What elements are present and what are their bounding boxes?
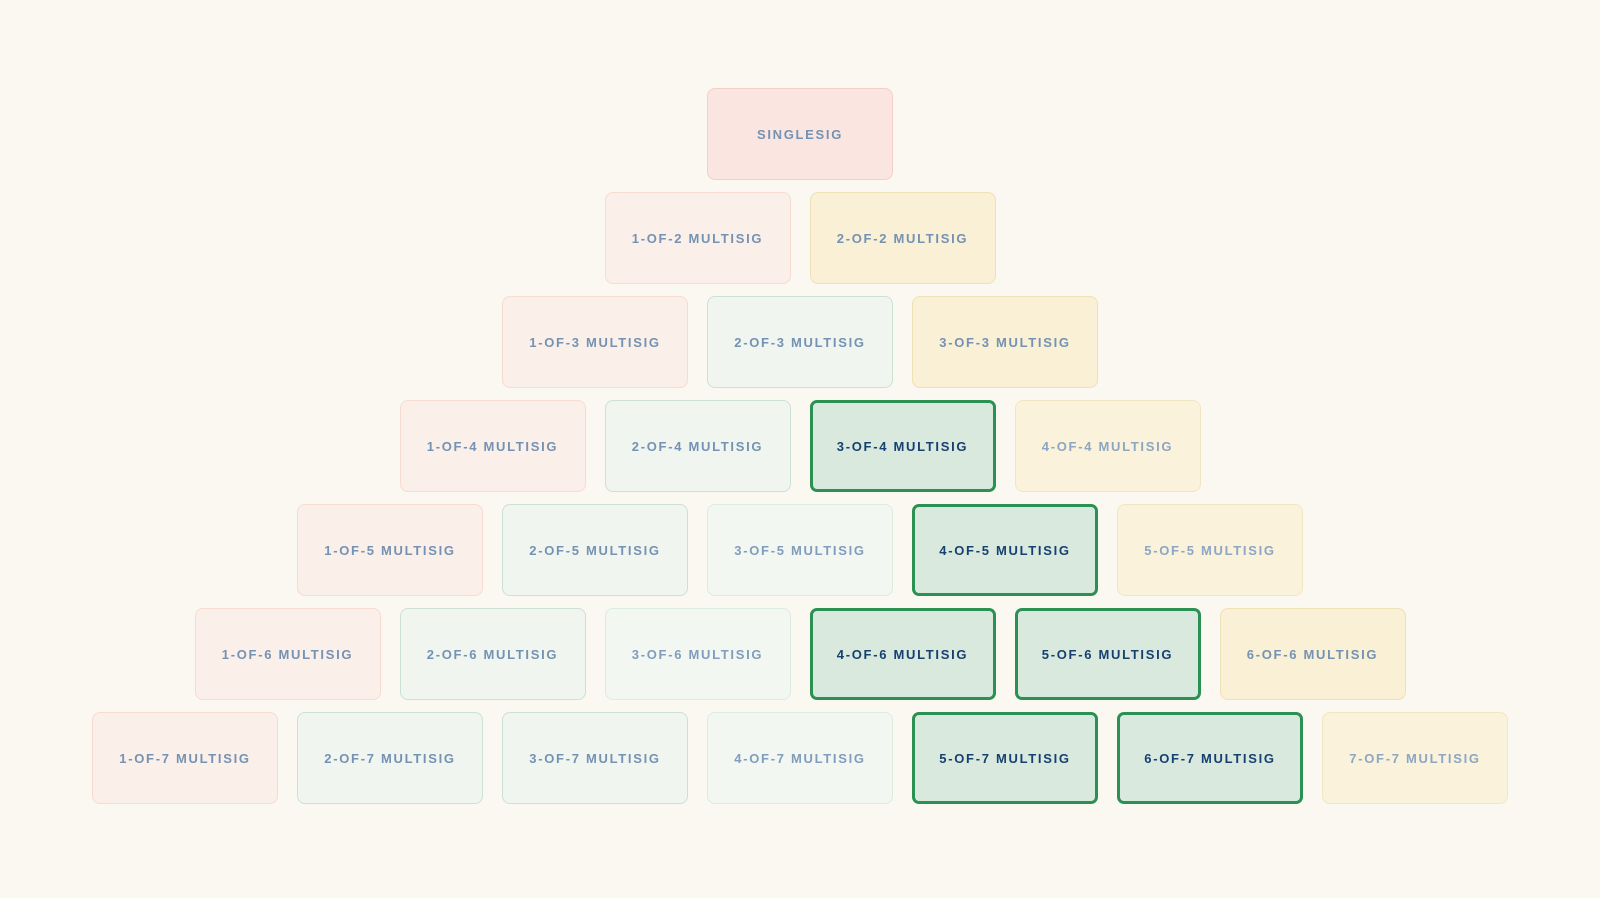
cell-2-of-7-multisig: 2-OF-7 MULTISIG xyxy=(297,712,483,804)
cell-label: 1-OF-7 MULTISIG xyxy=(119,750,251,766)
pyramid-row-7: 1-OF-7 MULTISIG 2-OF-7 MULTISIG 3-OF-7 MUL… xyxy=(92,712,1508,804)
cell-singlesig: SINGLESIG xyxy=(707,88,893,180)
cell-label: 1-OF-6 MULTISIG xyxy=(221,646,354,662)
cell-4-of-4-multisig: 4-OF-4 MULTISIG xyxy=(1014,400,1201,492)
cell-1-of-2-multisig: 1-OF-2 MULTISIG xyxy=(604,192,791,284)
cell-label: 5-OF-5 MULTISIG xyxy=(1144,542,1276,558)
cell-1-of-4-multisig: 1-OF-4 MULTISIG xyxy=(399,400,586,492)
cell-label: 6-OF-7 MULTISIG xyxy=(1144,750,1276,766)
cell-label: 1-OF-2 MULTISIG xyxy=(631,230,764,246)
cell-1-of-3-multisig: 1-OF-3 MULTISIG xyxy=(502,296,688,388)
cell-label: 3-OF-6 MULTISIG xyxy=(631,646,764,662)
cell-label: 2-OF-6 MULTISIG xyxy=(426,646,559,662)
cell-label: 4-OF-6 MULTISIG xyxy=(836,646,969,662)
cell-label: 4-OF-5 MULTISIG xyxy=(939,542,1071,558)
cell-3-of-3-multisig: 3-OF-3 MULTISIG xyxy=(912,296,1098,388)
cell-label: 2-OF-2 MULTISIG xyxy=(836,230,969,246)
cell-2-of-4-multisig: 2-OF-4 MULTISIG xyxy=(604,400,791,492)
cell-6-of-6-multisig: 6-OF-6 MULTISIG xyxy=(1219,608,1406,700)
cell-label: 3-OF-3 MULTISIG xyxy=(939,334,1071,350)
cell-label: 1-OF-4 MULTISIG xyxy=(426,438,559,454)
cell-2-of-3-multisig: 2-OF-3 MULTISIG xyxy=(707,296,893,388)
cell-5-of-6-multisig: 5-OF-6 MULTISIG xyxy=(1014,608,1201,700)
cell-2-of-6-multisig: 2-OF-6 MULTISIG xyxy=(399,608,586,700)
cell-label: 4-OF-7 MULTISIG xyxy=(734,750,866,766)
cell-3-of-7-multisig: 3-OF-7 MULTISIG xyxy=(502,712,688,804)
cell-4-of-6-multisig: 4-OF-6 MULTISIG xyxy=(809,608,996,700)
cell-label: 3-OF-5 MULTISIG xyxy=(734,542,866,558)
cell-label: 3-OF-7 MULTISIG xyxy=(529,750,661,766)
cell-label: SINGLESIG xyxy=(756,126,844,142)
cell-5-of-7-multisig: 5-OF-7 MULTISIG xyxy=(912,712,1098,804)
cell-3-of-4-multisig: 3-OF-4 MULTISIG xyxy=(809,400,996,492)
cell-4-of-5-multisig: 4-OF-5 MULTISIG xyxy=(912,504,1098,596)
cell-1-of-5-multisig: 1-OF-5 MULTISIG xyxy=(297,504,483,596)
cell-label: 2-OF-7 MULTISIG xyxy=(324,750,456,766)
cell-2-of-2-multisig: 2-OF-2 MULTISIG xyxy=(809,192,996,284)
cell-4-of-7-multisig: 4-OF-7 MULTISIG xyxy=(707,712,893,804)
cell-label: 1-OF-5 MULTISIG xyxy=(324,542,456,558)
cell-label: 4-OF-4 MULTISIG xyxy=(1041,438,1174,454)
cell-2-of-5-multisig: 2-OF-5 MULTISIG xyxy=(502,504,688,596)
cell-1-of-6-multisig: 1-OF-6 MULTISIG xyxy=(194,608,381,700)
cell-label: 6-OF-6 MULTISIG xyxy=(1246,646,1379,662)
cell-label: 5-OF-6 MULTISIG xyxy=(1041,646,1174,662)
cell-6-of-7-multisig: 6-OF-7 MULTISIG xyxy=(1117,712,1303,804)
pyramid-row-4: 1-OF-4 MULTISIG 2-OF-4 MULTISIG 3-OF-4 MUL… xyxy=(399,400,1201,492)
cell-7-of-7-multisig: 7-OF-7 MULTISIG xyxy=(1322,712,1508,804)
cell-1-of-7-multisig: 1-OF-7 MULTISIG xyxy=(92,712,278,804)
cell-5-of-5-multisig: 5-OF-5 MULTISIG xyxy=(1117,504,1303,596)
pyramid-row-3: 1-OF-3 MULTISIG 2-OF-3 MULTISIG 3-OF-3 MUL… xyxy=(502,296,1098,388)
pyramid-row-1: SINGLESIG xyxy=(707,88,893,180)
cell-3-of-5-multisig: 3-OF-5 MULTISIG xyxy=(707,504,893,596)
cell-label: 7-OF-7 MULTISIG xyxy=(1349,750,1481,766)
cell-label: 3-OF-4 MULTISIG xyxy=(836,438,969,454)
pyramid-row-5: 1-OF-5 MULTISIG 2-OF-5 MULTISIG 3-OF-5 MUL… xyxy=(297,504,1303,596)
cell-3-of-6-multisig: 3-OF-6 MULTISIG xyxy=(604,608,791,700)
cell-label: 2-OF-5 MULTISIG xyxy=(529,542,661,558)
pyramid-row-2: 1-OF-2 MULTISIG 2-OF-2 MULTISIG xyxy=(604,192,996,284)
cell-label: 1-OF-3 MULTISIG xyxy=(529,334,661,350)
cell-label: 2-OF-4 MULTISIG xyxy=(631,438,764,454)
cell-label: 5-OF-7 MULTISIG xyxy=(939,750,1071,766)
cell-label: 2-OF-3 MULTISIG xyxy=(734,334,866,350)
pyramid-row-6: 1-OF-6 MULTISIG 2-OF-6 MULTISIG 3-OF-6 MUL… xyxy=(194,608,1406,700)
